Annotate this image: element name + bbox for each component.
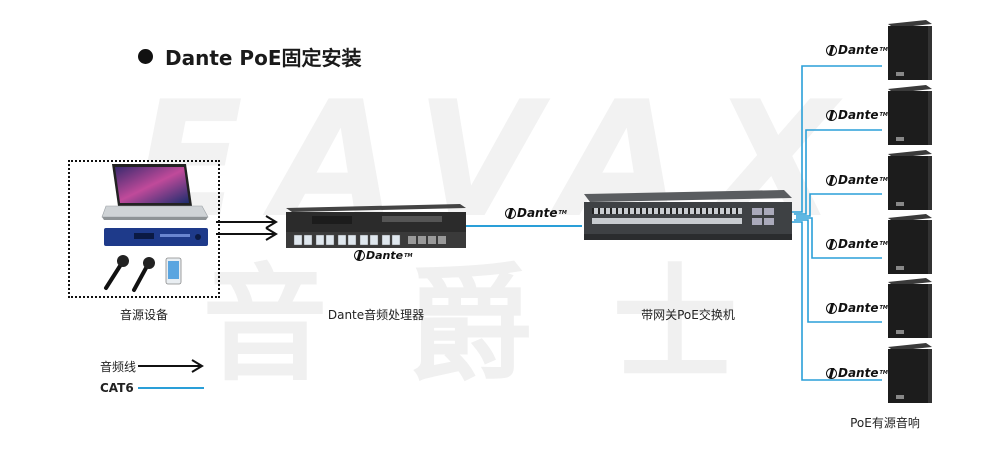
processor-dante-logo: Dante TM bbox=[354, 249, 413, 262]
source-devices-label: 音源设备 bbox=[119, 308, 168, 322]
bullet-icon bbox=[138, 49, 153, 64]
page-title: Dante PoE固定安装 bbox=[138, 42, 361, 71]
speaker-icon bbox=[888, 278, 932, 338]
legend-cat6-label: CAT6 bbox=[100, 381, 134, 395]
dante-logo-icon bbox=[505, 207, 516, 219]
microphone-icon bbox=[104, 255, 182, 292]
laptop-icon bbox=[101, 164, 209, 220]
poe-switch-device bbox=[584, 190, 792, 240]
dante-logo-text: Dante bbox=[838, 108, 879, 122]
speaker-5 bbox=[886, 278, 934, 344]
audio-line-arrows bbox=[216, 215, 278, 241]
speaker-6 bbox=[886, 343, 934, 409]
watermark-cjk: 音爵士 bbox=[203, 253, 818, 398]
speaker-4 bbox=[886, 214, 934, 280]
dante-logo-icon bbox=[826, 44, 837, 56]
dante-logo-icon bbox=[826, 238, 837, 250]
dante-logo-text: Dante bbox=[838, 173, 879, 187]
cat6-speaker-cables bbox=[792, 65, 882, 381]
dante-logo-text: Dante bbox=[838, 301, 879, 315]
speakers-label: PoE有源音响 bbox=[850, 416, 920, 430]
page-title-text: Dante PoE固定安装 bbox=[165, 46, 362, 70]
dante-logo-text: Dante bbox=[838, 237, 879, 251]
legend-cat6: CAT6 bbox=[100, 380, 206, 396]
speaker-3 bbox=[886, 150, 934, 216]
speaker-2 bbox=[886, 85, 934, 151]
speaker-1 bbox=[886, 20, 934, 86]
dante-logo-icon bbox=[354, 250, 365, 261]
dante-processor-device bbox=[286, 204, 466, 248]
speaker-icon bbox=[888, 20, 932, 80]
speaker-icon bbox=[888, 150, 932, 210]
dante-logo-icon bbox=[826, 174, 837, 186]
dante-logo-text: Dante bbox=[366, 249, 404, 262]
arrow-right-icon bbox=[138, 359, 204, 373]
switch-label: 带网关PoE交换机 bbox=[641, 308, 735, 322]
speaker-icon bbox=[888, 85, 932, 145]
cat6-cable-processor-switch bbox=[466, 225, 582, 227]
cable-line-icon bbox=[138, 387, 204, 389]
legend: 音频线 CAT6 bbox=[100, 358, 206, 396]
dante-logo-icon bbox=[826, 109, 837, 121]
link-dante-logo: Dante TM bbox=[505, 206, 567, 220]
dante-logo-text: Dante bbox=[838, 43, 879, 57]
speaker-icon bbox=[888, 214, 932, 274]
dante-logo-text: Dante bbox=[838, 366, 879, 380]
legend-audio-line-label: 音频线 bbox=[100, 359, 137, 374]
processor-label: Dante音频处理器 bbox=[327, 308, 425, 322]
dante-logo-text: Dante bbox=[517, 206, 558, 220]
dante-logo-icon bbox=[826, 302, 837, 314]
media-player-icon bbox=[104, 228, 208, 246]
legend-audio-line: 音频线 bbox=[100, 358, 206, 374]
source-devices-box bbox=[68, 160, 220, 298]
dante-logo-icon bbox=[826, 367, 837, 379]
speaker-icon bbox=[888, 343, 932, 403]
